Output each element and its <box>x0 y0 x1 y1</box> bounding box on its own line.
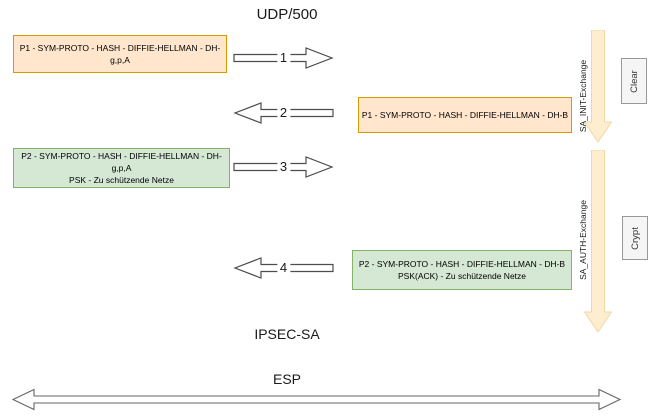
message-box-p1-responder: P1 - SYM-PROTO - HASH - DIFFIE-HELLMAN -… <box>358 97 572 133</box>
arrow-1-number: 1 <box>276 49 291 65</box>
sa-auth-exchange-arrow <box>584 150 612 333</box>
arrow-4-number: 4 <box>276 259 291 275</box>
crypt-mode-label: Crypt <box>629 226 641 250</box>
message-box-p2-responder-line1: P2 - SYM-PROTO - HASH - DIFFIE-HELLMAN -… <box>358 259 566 269</box>
clear-mode-label: Clear <box>628 69 640 93</box>
down-arrow-icon <box>584 30 612 143</box>
double-headed-arrow-icon <box>11 388 622 411</box>
message-box-p2-initiator: P2 - SYM-PROTO - HASH - DIFFIE-HELLMAN -… <box>13 148 230 188</box>
ipsec-sa-label: IPSEC-SA <box>254 326 320 342</box>
message-box-p1-responder-text: P1 - SYM-PROTO - HASH - DIFFIE-HELLMAN -… <box>361 110 569 120</box>
message-box-p1-initiator-text: P1 - SYM-PROTO - HASH - DIFFIE-HELLMAN -… <box>19 43 221 65</box>
sa-auth-exchange-label: SA_AUTH-Exchange <box>578 200 588 280</box>
arrow-2-number: 2 <box>276 104 291 120</box>
crypt-mode-box: Crypt <box>622 216 648 260</box>
arrow-4-left: 4 <box>233 256 334 280</box>
message-box-p2-initiator-line1: P2 - SYM-PROTO - HASH - DIFFIE-HELLMAN -… <box>21 151 222 173</box>
esp-label: ESP <box>272 371 301 387</box>
down-arrow-icon <box>584 150 612 333</box>
arrow-2-left: 2 <box>233 101 334 125</box>
arrow-1-right: 1 <box>233 46 334 70</box>
esp-double-arrow <box>11 387 622 417</box>
arrow-3-number: 3 <box>276 158 291 174</box>
message-box-p2-initiator-line2: PSK - Zu schützende Netze <box>69 175 174 185</box>
arrow-3-right: 3 <box>233 155 334 179</box>
clear-mode-box: Clear <box>621 58 647 104</box>
message-box-p1-initiator: P1 - SYM-PROTO - HASH - DIFFIE-HELLMAN -… <box>13 35 227 73</box>
udp-500-title: UDP/500 <box>256 6 318 23</box>
message-box-p2-responder-line2: PSK(ACK) - Zu schützende Netze <box>397 271 527 281</box>
message-box-p2-responder: P2 - SYM-PROTO - HASH - DIFFIE-HELLMAN -… <box>352 250 572 290</box>
sa-init-exchange-label: SA_INIT-Exchange <box>578 59 588 133</box>
sa-init-exchange-arrow <box>584 30 612 143</box>
